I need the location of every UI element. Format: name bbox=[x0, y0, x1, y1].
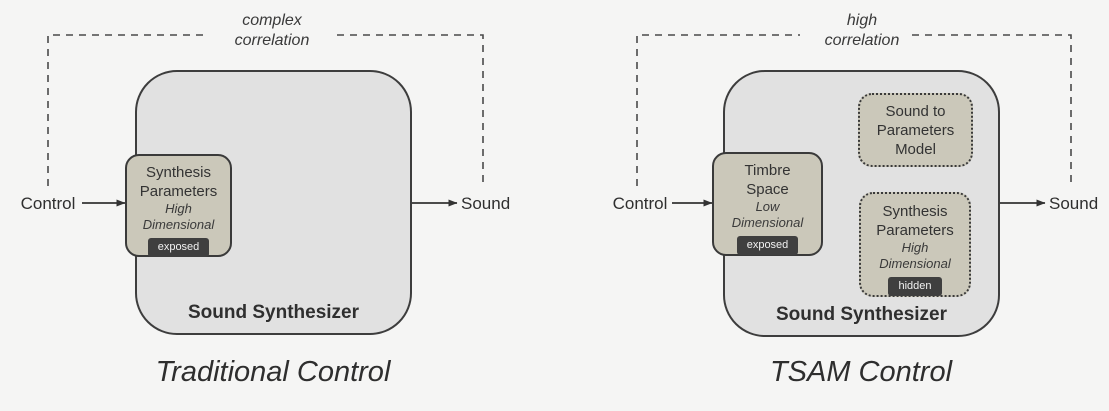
synthesis-parameters-left-qualifier2: Dimensional bbox=[142, 217, 215, 232]
timbre-space-line2: Space bbox=[746, 181, 789, 198]
dashed-correlation-right-b bbox=[912, 34, 1072, 185]
synthesis-parameters-left-line2: Parameters bbox=[139, 183, 218, 200]
diagram-title-left: Traditional Control bbox=[155, 356, 391, 388]
synthesis-parameters-left-qualifier1: High bbox=[165, 201, 192, 216]
synthesis-parameters-box-right: Synthesis Parameters High Dimensional hi… bbox=[859, 192, 971, 297]
correlation-label-left-line2: correlation bbox=[234, 32, 310, 49]
correlation-label-left: complex correlation bbox=[187, 11, 357, 51]
sound-to-parameters-model-box: Sound to Parameters Model bbox=[858, 93, 973, 167]
control-label-right: Control bbox=[612, 194, 668, 213]
sound-label-right: Sound bbox=[1049, 194, 1099, 213]
timbre-space-box: Timbre Space Low Dimensional exposed bbox=[712, 152, 823, 256]
dashed-correlation-left-b bbox=[337, 34, 484, 187]
correlation-label-right-line1: high bbox=[846, 12, 878, 29]
correlation-label-right-line2: correlation bbox=[824, 32, 900, 49]
timbre-space-qualifier2: Dimensional bbox=[731, 215, 804, 230]
sound-synthesizer-label-right: Sound Synthesizer bbox=[775, 304, 948, 325]
synthesis-parameters-left-line1: Synthesis bbox=[145, 164, 212, 181]
sound-label-left: Sound bbox=[461, 194, 511, 213]
synthesis-parameters-right-line1: Synthesis bbox=[882, 203, 948, 220]
synthesis-parameters-right-qualifier2: Dimensional bbox=[879, 256, 951, 271]
model-box-line2: Parameters bbox=[876, 121, 955, 139]
exposed-badge-right: exposed bbox=[736, 236, 799, 255]
control-label-left: Control bbox=[20, 194, 76, 213]
synthesis-parameters-right-line2: Parameters bbox=[876, 222, 954, 239]
timbre-space-qualifier1: Low bbox=[755, 199, 780, 214]
synthesis-parameters-box-left: Synthesis Parameters High Dimensional ex… bbox=[125, 154, 232, 257]
correlation-label-left-line1: complex bbox=[242, 12, 302, 29]
model-box-line3: Model bbox=[895, 140, 936, 158]
correlation-label-right: high correlation bbox=[777, 11, 947, 51]
hidden-badge: hidden bbox=[888, 277, 942, 296]
diagram-title-right: TSAM Control bbox=[769, 356, 953, 388]
timbre-space-line1: Timbre bbox=[744, 162, 791, 179]
model-box-line1: Sound to bbox=[885, 102, 946, 120]
exposed-badge-left: exposed bbox=[147, 238, 210, 257]
synthesis-parameters-right-qualifier1: High bbox=[901, 240, 929, 255]
sound-synthesizer-label-left: Sound Synthesizer bbox=[187, 302, 360, 323]
